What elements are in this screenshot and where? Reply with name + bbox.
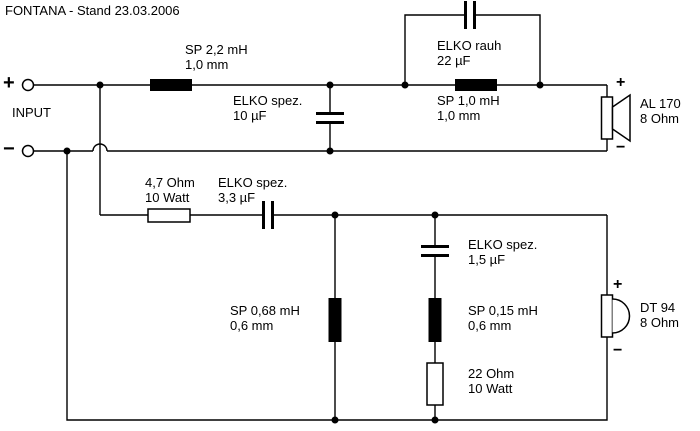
inductor-l3-symbol xyxy=(328,298,342,342)
component-name: SP 1,0 mH xyxy=(437,93,500,108)
component-name: SP 2,2 mH xyxy=(185,42,248,57)
schematic-title: FONTANA - Stand 23.03.2006 xyxy=(5,3,180,18)
capacitor-c4-symbol xyxy=(421,245,449,257)
component-spec: 1,0 mm xyxy=(437,108,481,123)
label-woofer: AL 170 8 Ohm xyxy=(640,96,681,126)
junction-dot xyxy=(326,147,334,155)
component-name: ELKO spez. xyxy=(233,93,303,108)
label-tweeter: DT 94 8 Ohm xyxy=(640,300,679,330)
junction-dot xyxy=(431,416,439,424)
driver-model: DT 94 xyxy=(640,300,676,315)
inductor-l1-symbol xyxy=(150,79,192,91)
junction-dot xyxy=(96,81,104,89)
driver-impedance: 8 Ohm xyxy=(640,111,680,126)
component-spec: 1,5 µF xyxy=(468,252,506,267)
label-capacitor-c1: ELKO spez. 10 µF xyxy=(233,93,302,123)
resistor-r1-symbol xyxy=(147,208,191,223)
input-plus-sign: + xyxy=(3,72,15,94)
inductor-l2-symbol xyxy=(455,79,497,91)
component-spec: 22 µF xyxy=(437,53,471,68)
component-spec: 10 Watt xyxy=(468,381,513,396)
label-resistor-r2: 22 Ohm 10 Watt xyxy=(468,366,514,396)
junction-dot xyxy=(401,81,409,89)
resistor-r2-symbol xyxy=(426,362,444,406)
resistors xyxy=(147,208,444,406)
wire-parallel-lc-branch xyxy=(404,14,541,85)
component-spec: 1,0 mm xyxy=(185,57,229,72)
tweeter-plus-sign: + xyxy=(613,276,623,293)
input-minus-terminal xyxy=(21,144,35,158)
component-spec: 0,6 mm xyxy=(468,318,512,333)
junction-dot xyxy=(431,211,439,219)
tweeter-minus-sign: − xyxy=(613,342,623,359)
capacitor-c1-symbol xyxy=(316,112,344,124)
junction-dot xyxy=(63,147,71,155)
inductor-l4-symbol xyxy=(428,298,442,342)
woofer-coil xyxy=(600,96,614,140)
capacitor-c2-symbol xyxy=(464,1,476,29)
capacitors xyxy=(262,1,476,257)
tweeter-coil xyxy=(600,294,614,338)
label-resistor-r1: 4,7 Ohm 10 Watt xyxy=(145,175,195,205)
label-inductor-l3: SP 0,68 mH 0,6 mm xyxy=(230,303,300,333)
wire-top-rail xyxy=(33,84,608,151)
component-spec: 10 µF xyxy=(233,108,267,123)
woofer-plus-sign: + xyxy=(616,74,626,91)
tweeter-speaker-icon xyxy=(600,294,631,338)
component-spec: 0,6 mm xyxy=(230,318,274,333)
label-capacitor-c4: ELKO spez. 1,5 µF xyxy=(468,237,537,267)
input-plus-terminal xyxy=(21,78,35,92)
component-name: ELKO rauh xyxy=(437,38,502,53)
label-capacitor-c3: ELKO spez. 3,3 µF xyxy=(218,175,287,205)
inductors xyxy=(150,79,497,342)
woofer-minus-sign: − xyxy=(616,139,626,156)
input-label: INPUT xyxy=(12,105,51,120)
junction-dot xyxy=(536,81,544,89)
woofer-speaker-icon xyxy=(600,93,631,143)
junction-dot xyxy=(331,211,339,219)
junction-dot xyxy=(326,81,334,89)
label-inductor-l4: SP 0,15 mH 0,6 mm xyxy=(468,303,538,333)
component-spec: 3,3 µF xyxy=(218,190,256,205)
component-name: SP 0,15 mH xyxy=(468,303,538,318)
driver-impedance: 8 Ohm xyxy=(640,315,680,330)
woofer-cone xyxy=(611,93,631,143)
capacitor-c3-symbol xyxy=(262,201,274,229)
input-minus-sign: − xyxy=(3,138,15,160)
label-inductor-l1: SP 2,2 mH 1,0 mm xyxy=(185,42,248,72)
component-name: ELKO spez. xyxy=(468,237,538,252)
component-name: SP 0,68 mH xyxy=(230,303,300,318)
label-capacitor-c2: ELKO rauh 22 µF xyxy=(437,38,501,68)
component-name: 22 Ohm xyxy=(468,366,515,381)
label-inductor-l2: SP 1,0 mH 1,0 mm xyxy=(437,93,500,123)
component-spec: 10 Watt xyxy=(145,190,190,205)
junction-dots xyxy=(63,81,544,424)
tweeter-dome xyxy=(612,298,631,334)
component-name: ELKO spez. xyxy=(218,175,288,190)
driver-model: AL 170 xyxy=(640,96,681,111)
junction-dot xyxy=(331,416,339,424)
component-name: 4,7 Ohm xyxy=(145,175,195,190)
wires xyxy=(33,14,608,421)
input-terminals xyxy=(21,78,35,158)
